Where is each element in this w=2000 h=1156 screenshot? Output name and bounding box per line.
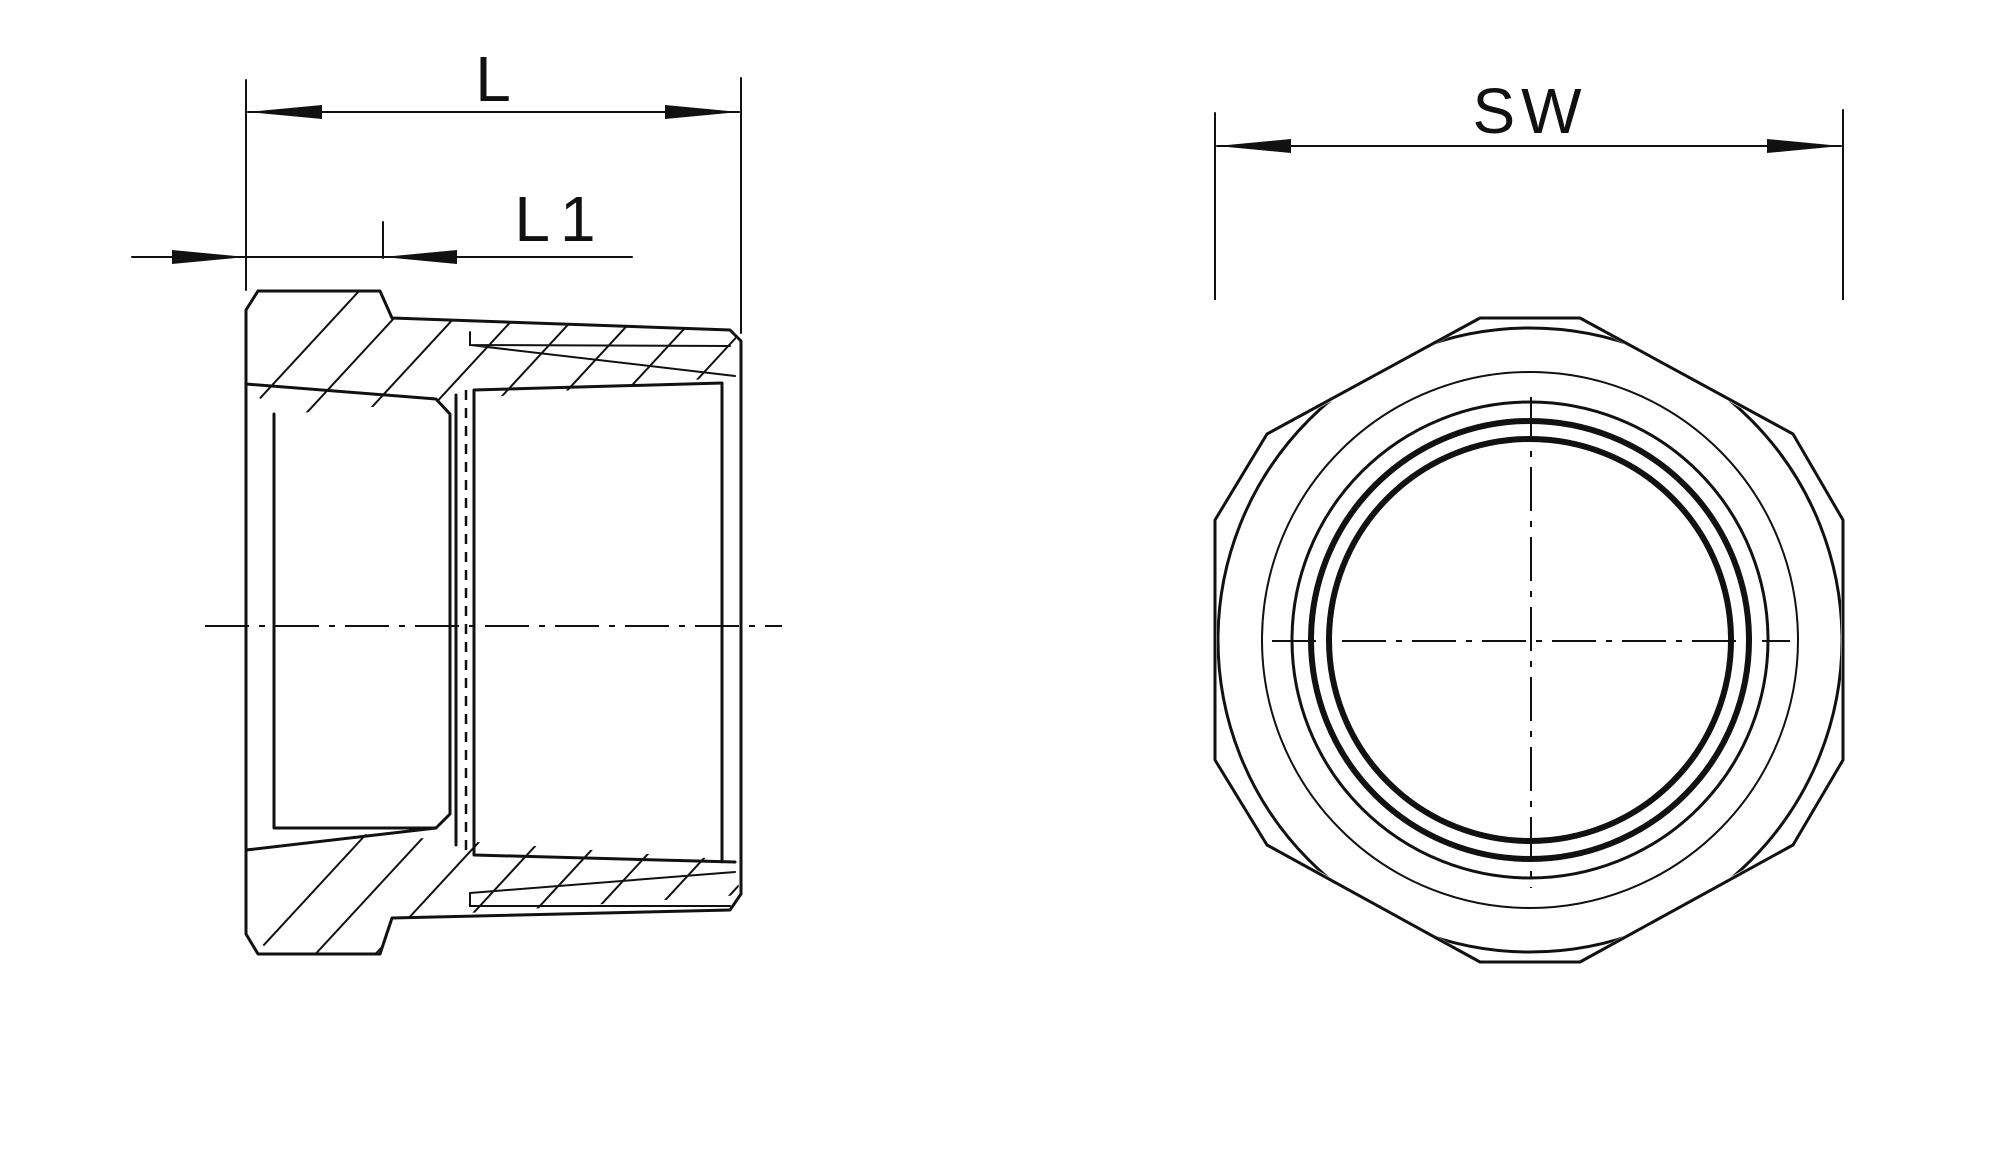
thread-line-bottom xyxy=(469,871,736,907)
hex-outline-overlay xyxy=(1213,316,1845,964)
section-hatching-bottom xyxy=(249,829,740,954)
small-bore-outline xyxy=(244,382,452,830)
side-section-view: L L1 xyxy=(131,43,782,956)
bore-chamfer-line xyxy=(244,826,438,852)
arrow-head xyxy=(665,105,739,119)
dimension-label-sw: SW xyxy=(1472,75,1587,147)
dimension-sw: SW xyxy=(1216,75,1842,153)
dimension-l1: L1 xyxy=(131,183,633,264)
arrow-head xyxy=(1217,139,1291,153)
hex-mask xyxy=(1200,300,1860,980)
dimension-label-l: L xyxy=(475,43,511,115)
large-bore-outline xyxy=(472,381,737,864)
arrow-head xyxy=(383,250,457,264)
arrow-head xyxy=(248,105,322,119)
section-hatching-top xyxy=(246,291,740,415)
dimension-label-l1: L1 xyxy=(514,183,605,255)
arrow-head xyxy=(172,250,246,264)
dimension-l: L xyxy=(247,43,740,119)
part-outline xyxy=(244,289,743,956)
face-circle xyxy=(1261,371,1799,909)
front-hex-view: SW xyxy=(1200,75,1860,980)
thread-line-top xyxy=(469,331,736,377)
arrow-head xyxy=(1767,139,1841,153)
